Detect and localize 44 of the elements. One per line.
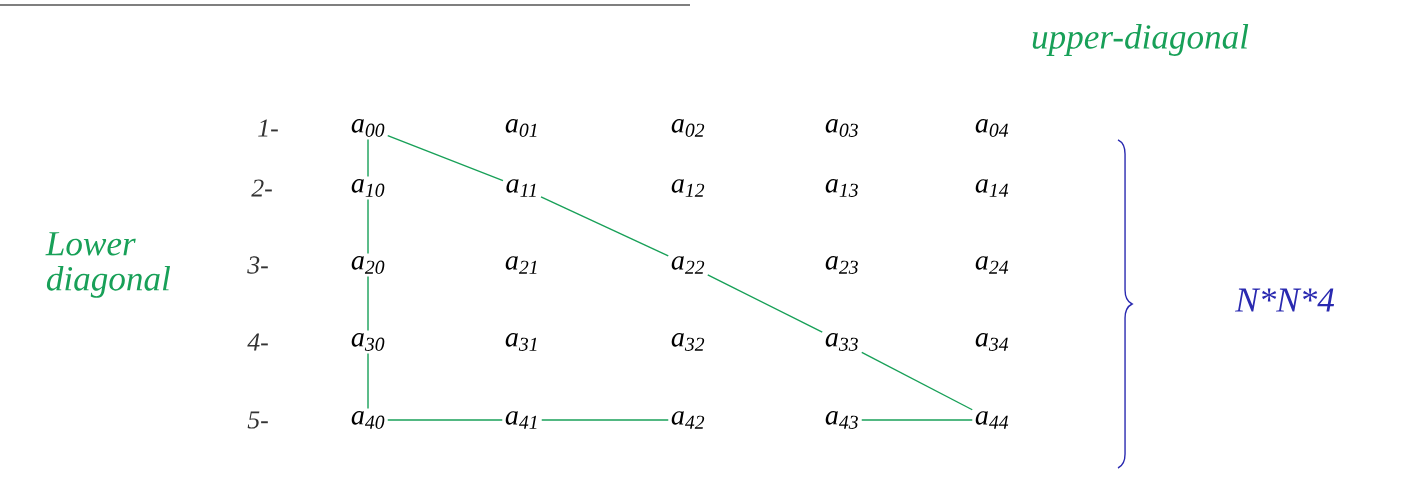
line (387, 134, 504, 182)
row-number: 5- (247, 411, 268, 429)
size-formula: N*N*4 (1234, 288, 1335, 312)
diagonal-label: Lower diagonal (45, 232, 171, 298)
matrix-entry: a$_{10}$ (351, 179, 385, 197)
matrix-entry: a$_{41}$ (505, 411, 537, 429)
line (861, 419, 973, 421)
line (861, 351, 973, 411)
matrix-entry: a$_{02}$ (671, 119, 705, 137)
line (541, 419, 669, 421)
matrix-entry: a$_{44}$ (975, 411, 1009, 429)
matrix-entry: a$_{23}$ (825, 256, 858, 274)
matrix-entry: a$_{34}$ (975, 333, 1009, 351)
row-number: 3- (247, 256, 268, 274)
matrix-entry: a$_{32}$ (671, 333, 705, 351)
matrix-entry: a$_{24}$ (975, 256, 1009, 274)
line (387, 419, 503, 421)
line (367, 352, 369, 410)
line (367, 275, 369, 332)
matrix-entry: a$_{40}$ (351, 411, 385, 429)
matrix-entry: a$_{33}$ (825, 333, 858, 351)
matrix-entry: a$_{42}$ (671, 411, 705, 429)
matrix-entry: a$_{00}$ (351, 119, 385, 137)
line (367, 198, 369, 255)
matrix-entry: a$_{20}$ (351, 256, 385, 274)
matrix-entry: a$_{31}$ (505, 333, 537, 351)
matrix-entry: a$_{04}$ (975, 119, 1009, 137)
matrix-entry: a$_{14}$ (975, 179, 1009, 197)
matrix-entry: a$_{30}$ (351, 333, 385, 351)
matrix-entry: a$_{13}$ (825, 179, 858, 197)
matrix-entry: a$_{22}$ (671, 256, 705, 274)
row-number: 4- (247, 333, 268, 351)
row-number: 1- (258, 119, 278, 137)
line (367, 138, 369, 178)
row-number: 2- (251, 179, 272, 197)
matrix-entry: a$_{43}$ (825, 411, 858, 429)
line (707, 274, 823, 333)
matrix-entry: a$_{03}$ (825, 119, 858, 137)
matrix-entry: a$_{01}$ (505, 119, 537, 137)
matrix-entry: a$_{11}$ (506, 179, 536, 197)
diagonal-label: upper-diagonal (1032, 24, 1249, 56)
matrix-entry: a$_{21}$ (505, 256, 537, 274)
matrix-entry: a$_{12}$ (671, 179, 705, 197)
line (540, 196, 669, 257)
